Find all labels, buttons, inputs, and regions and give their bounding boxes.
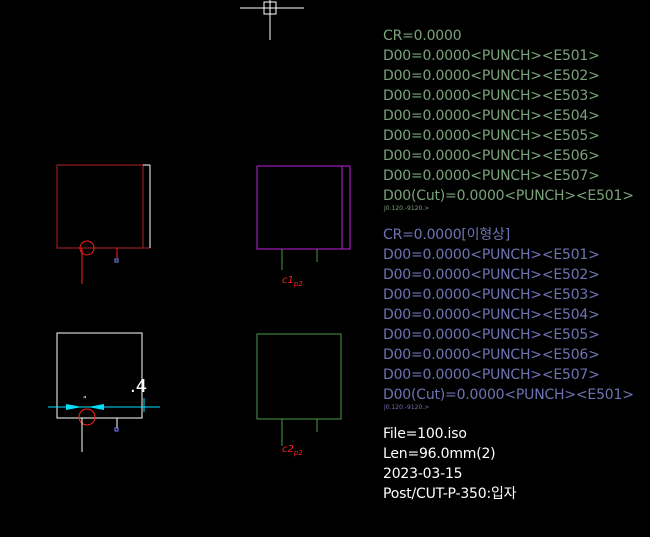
part-outline-3[interactable] bbox=[48, 332, 160, 452]
dimension-label: .4 bbox=[130, 376, 148, 397]
d00-line: D00=0.0000<PUNCH><E504> bbox=[383, 108, 600, 124]
dimension-tick-label: " bbox=[83, 395, 87, 404]
d00-line: D00=0.0000<PUNCH><E502> bbox=[383, 68, 600, 84]
d00-line: D00=0.0000<PUNCH><E504> bbox=[383, 307, 600, 323]
cr-value-1: CR=0.0000 bbox=[383, 28, 462, 44]
d00-line: D00=0.0000<PUNCH><E501> bbox=[383, 247, 600, 263]
d00-line: D00=0.0000<PUNCH><E507> bbox=[383, 367, 600, 383]
file-date: 2023-03-15 bbox=[383, 466, 463, 482]
d00-line: D00=0.0000<PUNCH><E502> bbox=[383, 267, 600, 283]
d00-line: D00=0.0000<PUNCH><E505> bbox=[383, 327, 600, 343]
post-processor: Post/CUT-P-350:입자 bbox=[383, 486, 517, 502]
file-name: File=100.iso bbox=[383, 426, 467, 442]
part-outline-4[interactable] bbox=[256, 333, 342, 446]
punch-label-c2p2: c2p2 bbox=[282, 444, 303, 457]
punch-label-c1p2: c1p2 bbox=[282, 275, 303, 288]
d00-line: D00=0.0000<PUNCH><E503> bbox=[383, 287, 600, 303]
d00-cut-line: D00(Cut)=0.0000<PUNCH><E501> bbox=[383, 387, 634, 403]
punch-info-group-2: CR=0.0000[이형상] D00=0.0000<PUNCH><E501> D… bbox=[383, 225, 634, 405]
file-info: File=100.iso Len=96.0mm(2) 2023-03-15 Po… bbox=[383, 424, 517, 504]
small-tag-2: J0.120.-9120.> bbox=[384, 404, 430, 411]
d00-line: D00=0.0000<PUNCH><E501> bbox=[383, 48, 600, 64]
d00-line: D00=0.0000<PUNCH><E507> bbox=[383, 168, 600, 184]
d00-line: D00=0.0000<PUNCH><E506> bbox=[383, 347, 600, 363]
d00-cut-line: D00(Cut)=0.0000<PUNCH><E501> bbox=[383, 188, 634, 204]
small-tag-1: J0.120.-9120.> bbox=[384, 205, 430, 212]
d00-line: D00=0.0000<PUNCH><E503> bbox=[383, 88, 600, 104]
cr-value-2: CR=0.0000[이형상] bbox=[383, 227, 510, 243]
crosshair-cursor-icon bbox=[240, 0, 304, 40]
part-outline-2[interactable] bbox=[256, 165, 351, 270]
file-length: Len=96.0mm(2) bbox=[383, 446, 496, 462]
d00-line: D00=0.0000<PUNCH><E505> bbox=[383, 128, 600, 144]
punch-info-group-1: CR=0.0000 D00=0.0000<PUNCH><E501> D00=0.… bbox=[383, 26, 634, 206]
d00-line: D00=0.0000<PUNCH><E506> bbox=[383, 148, 600, 164]
part-outline-1[interactable] bbox=[56, 164, 151, 284]
